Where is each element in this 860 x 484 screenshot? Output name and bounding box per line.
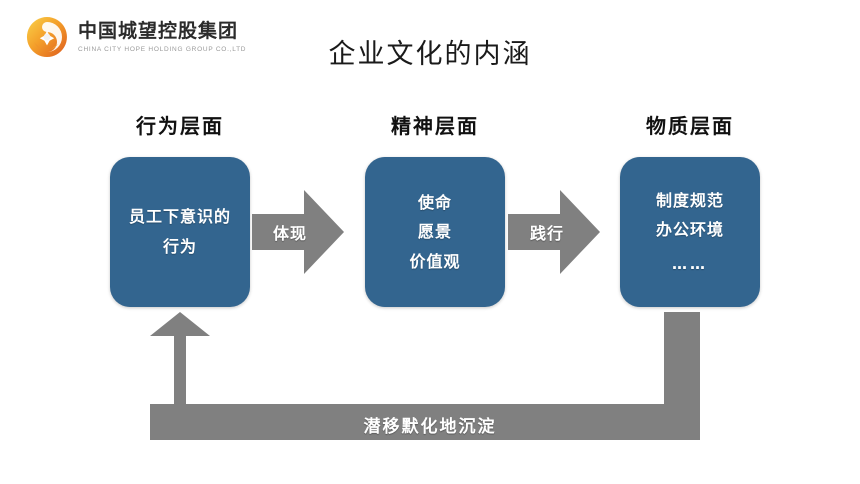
column-heading-spirit: 精神层面	[391, 114, 479, 138]
node-box-line: 使命	[417, 192, 452, 212]
logo-text: 中国城望控股集团 CHINA CITY HOPE HOLDING GROUP C…	[78, 20, 247, 53]
company-logo: 中国城望控股集团 CHINA CITY HOPE HOLDING GROUP C…	[24, 14, 246, 60]
node-box-line: 办公环境	[655, 220, 724, 240]
arrow-right-icon-spirit-to-material	[508, 186, 600, 278]
slide-title: 企业文化的内涵	[328, 39, 532, 70]
node-box-line: 价值观	[409, 251, 461, 271]
logo-company-name-en: CHINA CITY HOPE HOLDING GROUP CO.,LTD	[78, 45, 247, 53]
node-box-material[interactable]: 制度规范 办公环境 ……	[620, 157, 760, 307]
logo-company-name-cn: 中国城望控股集团	[78, 20, 239, 43]
feedback-loop-arrow-icon	[140, 312, 710, 440]
arrow-right-icon-behavior-to-spirit	[252, 186, 344, 278]
column-heading-behavior: 行为层面	[136, 114, 224, 138]
company-swirl-logo-icon	[24, 14, 70, 60]
node-box-line: 制度规范	[655, 190, 724, 210]
node-box-behavior[interactable]: 员工下意识的 行为	[110, 157, 250, 307]
node-box-line: 员工下意识的	[128, 207, 231, 227]
node-box-line: 愿景	[417, 222, 452, 242]
column-heading-material: 物质层面	[646, 114, 734, 138]
node-box-spirit[interactable]: 使命 愿景 价值观	[365, 157, 505, 307]
node-box-line: 行为	[162, 237, 197, 256]
node-box-ellipsis: ……	[672, 254, 708, 273]
